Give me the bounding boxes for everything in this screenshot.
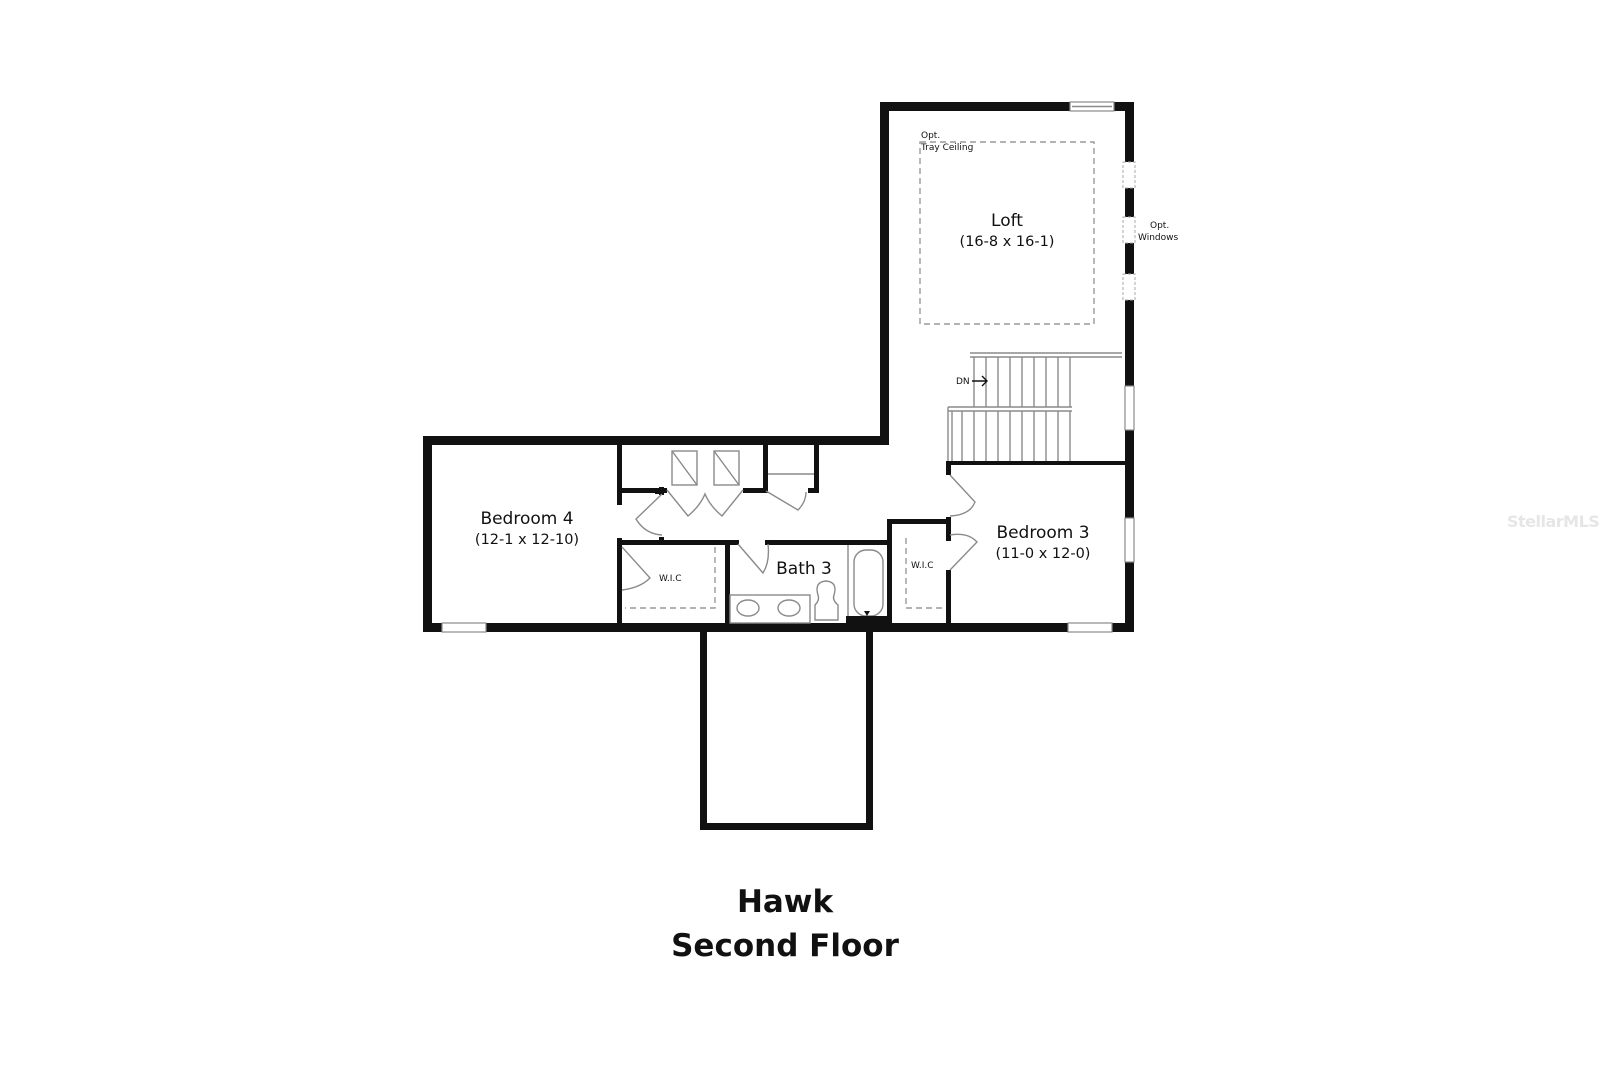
- bedroom3-dimensions: (11-0 x 12-0): [996, 546, 1091, 562]
- bedroom3-wic-label: W.I.C: [911, 561, 934, 571]
- toilet-icon: [814, 580, 839, 621]
- tray-ceiling-outline: [919, 141, 1095, 325]
- exterior-walls: [423, 102, 1134, 830]
- sink-icon: [736, 599, 760, 617]
- linen-closet-door: [765, 490, 807, 511]
- bedroom4-door: [635, 493, 663, 536]
- opt-windows-label-1: Opt.: [1150, 221, 1169, 231]
- bath3-door: [737, 543, 770, 575]
- bedroom4-dimensions: (12-1 x 12-10): [475, 532, 579, 548]
- loft-name: Loft: [991, 211, 1023, 231]
- bedroom3-wic-door: [949, 533, 978, 571]
- bathtub-icon: [853, 549, 884, 617]
- bedroom3-name: Bedroom 3: [996, 523, 1089, 543]
- stairs-down-label: DN: [956, 377, 970, 387]
- bedroom4-wic-label: W.I.C: [659, 574, 682, 584]
- dryer-icon: [713, 450, 740, 486]
- windows: [441, 101, 1135, 633]
- sink-icon: [777, 599, 801, 617]
- plan-floor-label: Second Floor: [671, 928, 899, 964]
- tray-ceiling-label-2: Tray Ceiling: [920, 143, 973, 153]
- bedroom4-wic-door: [621, 546, 651, 591]
- washer-icon: [671, 450, 698, 486]
- down-arrow-icon: [972, 375, 988, 387]
- tray-ceiling-label-1: Opt.: [921, 131, 940, 141]
- loft-dimensions: (16-8 x 16-1): [960, 234, 1055, 250]
- plan-model-name: Hawk: [736, 884, 834, 920]
- laundry-bifold-door: [666, 489, 744, 517]
- bedroom4-name: Bedroom 4: [480, 509, 573, 529]
- staircase: DN: [947, 352, 1122, 462]
- bath3-name: Bath 3: [776, 559, 832, 579]
- bedroom3-door: [949, 474, 976, 517]
- optional-windows: [1122, 161, 1136, 301]
- opt-windows-label-2: Windows: [1138, 233, 1178, 243]
- watermark-logo: StellarMLS: [1507, 512, 1600, 531]
